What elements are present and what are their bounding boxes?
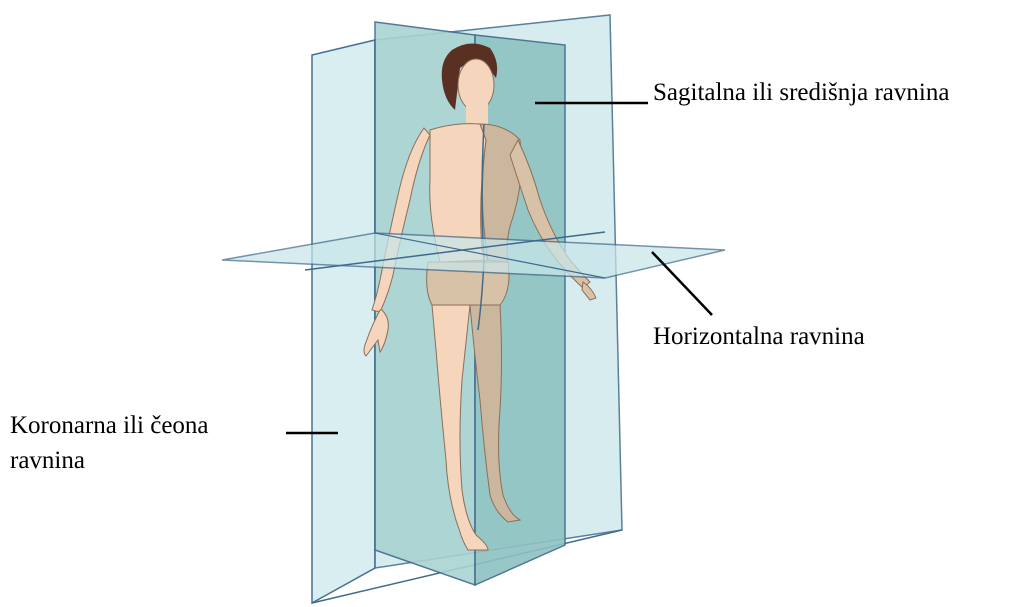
horizontal-plane-label: Horizontalna ravnina bbox=[653, 322, 865, 351]
horizontal-plane bbox=[222, 233, 725, 278]
coronal-plane-label-line1: Koronarna ili čeona bbox=[10, 411, 209, 440]
coronal-plane-label-line2: ravnina bbox=[10, 446, 85, 475]
coronal-plane bbox=[312, 40, 375, 603]
sagittal-plane-label: Sagitalna ili središnja ravnina bbox=[653, 78, 949, 107]
horizontal-leader-line bbox=[652, 252, 712, 315]
